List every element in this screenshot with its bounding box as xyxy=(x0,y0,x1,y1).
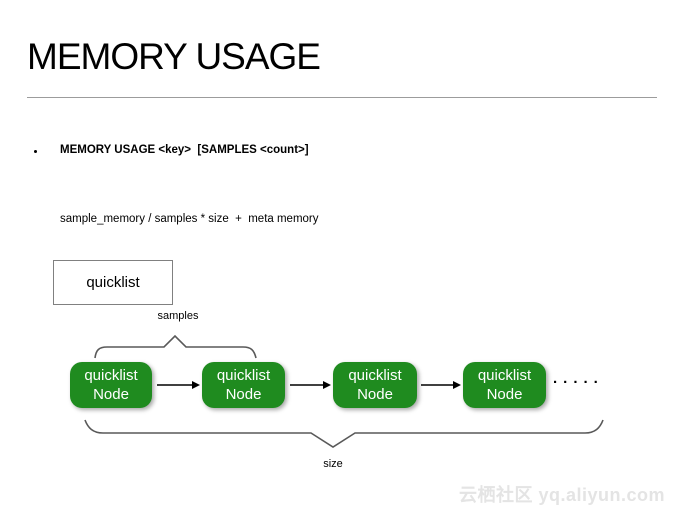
quicklist-node-4: quicklist Node xyxy=(463,362,546,408)
samples-brace xyxy=(94,334,257,359)
watermark: 云栖社区 yq.aliyun.com xyxy=(458,485,665,505)
bullet-text: MEMORY USAGE <key> [SAMPLES <count>] xyxy=(60,144,309,156)
formula-text: sample_memory / samples * size + meta me… xyxy=(60,213,319,225)
node-label-line1: quicklist xyxy=(84,367,138,384)
quicklist-box: quicklist xyxy=(53,260,173,305)
bullet-item: MEMORY USAGE <key> [SAMPLES <count>] xyxy=(34,144,309,156)
node-label-line2: Node xyxy=(93,386,129,403)
size-brace xyxy=(84,419,604,448)
node-label-line1: quicklist xyxy=(477,367,532,384)
arrow-3 xyxy=(421,381,461,389)
quicklist-node-3: quicklist Node xyxy=(333,362,417,408)
ellipsis-dots: ..... xyxy=(553,370,604,387)
arrow-1 xyxy=(157,381,200,389)
size-label: size xyxy=(323,458,343,470)
title-divider xyxy=(27,97,657,98)
quicklist-node-1: quicklist Node xyxy=(70,362,152,408)
quicklist-node-2: quicklist Node xyxy=(202,362,285,408)
page-title: MEMORY USAGE xyxy=(27,36,321,77)
node-label-line2: Node xyxy=(225,386,262,403)
bullet-icon xyxy=(34,150,37,153)
node-label-line2: Node xyxy=(357,386,393,403)
node-label-line2: Node xyxy=(486,386,523,403)
node-label-line1: quicklist xyxy=(216,367,271,384)
quicklist-box-label: quicklist xyxy=(86,274,140,291)
node-label-line1: quicklist xyxy=(348,367,402,384)
samples-label: samples xyxy=(157,310,199,322)
arrow-2 xyxy=(290,381,331,389)
